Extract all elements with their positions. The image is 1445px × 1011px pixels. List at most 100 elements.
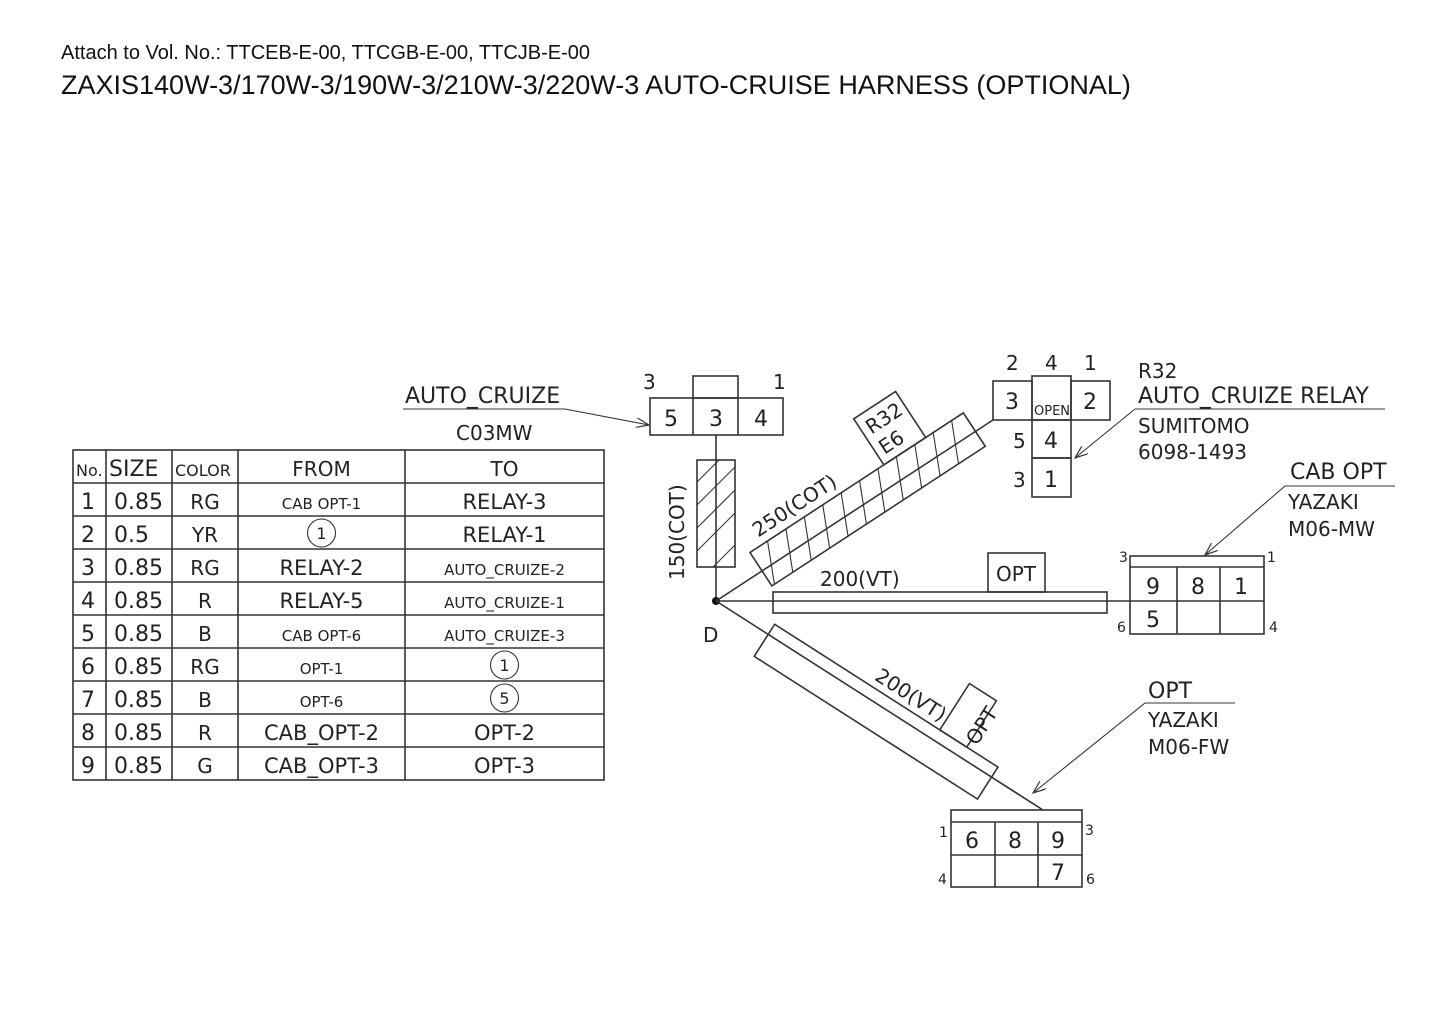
leader-arrow-icon — [1205, 485, 1286, 555]
table-row: 4 0.85 R RELAY-5 AUTO_CRUIZE-1 — [81, 589, 565, 614]
table-cell: OPT-2 — [474, 721, 535, 745]
branch-relay: 250(COT) R32 E6 — [715, 390, 994, 602]
cavity: 9 — [1051, 829, 1065, 854]
cavity: 5 — [664, 407, 678, 432]
cavity: 1 — [1044, 468, 1058, 493]
cavity: 7 — [1051, 861, 1065, 886]
junction-label: D — [703, 623, 718, 647]
pin-label: 4 — [938, 872, 947, 888]
auto-cruize-label: AUTO_CRUIZE — [405, 384, 560, 409]
cab-opt-connector: 3 1 6 4 9 8 1 5 CAB OPT YAZAKI M06-MW — [1117, 460, 1395, 636]
pin-label: 1 — [1084, 351, 1097, 375]
pin-label: 1 — [773, 370, 786, 394]
table-cell: 5 — [499, 689, 509, 708]
cavity: 4 — [1044, 429, 1058, 454]
table-cell: YR — [191, 523, 218, 547]
table-cell: RELAY-5 — [279, 589, 363, 613]
table-cell: B — [198, 688, 212, 712]
pin-label: 3 — [1119, 550, 1128, 566]
table-cell: AUTO_CRUIZE-1 — [444, 594, 565, 613]
table-cell: 0.85 — [114, 688, 163, 713]
table-header: TO — [490, 457, 519, 481]
auto-cruize-part: C03MW — [456, 421, 533, 445]
circled-reference — [306, 518, 337, 548]
connector-maker: YAZAKI — [1287, 490, 1359, 514]
pin-label: 2 — [1006, 351, 1019, 375]
table-cell: 8 — [81, 721, 95, 746]
connector-part: M06-FW — [1148, 735, 1229, 759]
cavity-open: OPEN — [1034, 404, 1070, 419]
branch-length-label: 200(VT) — [820, 567, 900, 591]
branch-vertical: 150(COT) D — [665, 435, 736, 647]
pin-label: 4 — [1269, 620, 1278, 636]
cavity: 8 — [1008, 829, 1022, 854]
connector-part: M06-MW — [1288, 517, 1375, 541]
connector-name: OPT — [1148, 679, 1193, 704]
table-cell: 1 — [81, 490, 95, 515]
table-cell: CAB_OPT-3 — [264, 754, 379, 779]
relay-maker: SUMITOMO — [1138, 414, 1249, 438]
table-header: FROM — [292, 457, 350, 481]
pin-label: 3 — [643, 370, 656, 394]
table-cell: 1 — [316, 524, 326, 543]
table-cell: RELAY-2 — [279, 556, 363, 580]
table-cell: B — [198, 622, 212, 646]
table-cell: RELAY-1 — [462, 523, 546, 547]
branch-tag: OPT — [996, 562, 1037, 586]
table-cell: CAB OPT-6 — [282, 627, 361, 645]
table-cell: RG — [190, 556, 219, 580]
table-header: COLOR — [175, 461, 231, 480]
cavity: 8 — [1191, 575, 1205, 600]
circled-reference — [489, 650, 520, 680]
branch-tag: OPT — [961, 702, 1003, 749]
table-cell: G — [197, 754, 213, 778]
table-cell: AUTO_CRUIZE-2 — [444, 561, 565, 580]
pin-label: 5 — [1013, 429, 1026, 453]
table-cell: 7 — [81, 688, 95, 713]
table-cell: 5 — [81, 622, 95, 647]
connector-name: CAB OPT — [1290, 460, 1387, 485]
relay-connector: 2 4 1 3 OPEN 2 4 1 5 3 R32 AUTO_CRUIZE R… — [992, 351, 1385, 498]
table-cell: OPT-1 — [300, 660, 344, 678]
table-cell: 0.85 — [114, 589, 163, 614]
table-cell: 4 — [81, 589, 95, 614]
table-cell: 3 — [81, 556, 95, 581]
table-cell: RG — [190, 655, 219, 679]
relay-name: AUTO_CRUIZE RELAY — [1138, 384, 1369, 409]
table-cell: 6 — [81, 655, 95, 680]
table-cell: RELAY-3 — [462, 490, 546, 514]
pin-label: 1 — [1267, 550, 1276, 566]
cavity: 6 — [965, 829, 979, 854]
cavity: 3 — [1005, 390, 1019, 415]
branch-length-label: 150(COT) — [665, 484, 689, 580]
pin-label: 1 — [939, 825, 948, 841]
table-cell: 9 — [81, 754, 95, 779]
branch-length-label: 200(VT) — [871, 663, 951, 726]
relay-part: 6098-1493 — [1138, 440, 1247, 464]
leader-arrow-icon — [564, 408, 649, 425]
relay-ref: R32 — [1138, 359, 1177, 383]
table-cell: 0.85 — [114, 556, 163, 581]
cavity: 2 — [1083, 390, 1097, 415]
auto-cruize-connector: AUTO_CRUIZE C03MW 3 1 5 3 4 — [403, 370, 786, 445]
table-header: No. — [76, 461, 103, 480]
branch-horizontal: 200(VT) OPT — [716, 552, 1130, 614]
table-cell: 0.85 — [114, 655, 163, 680]
table-row: 7 0.85 B OPT-6 5 — [81, 683, 520, 713]
pin-label: 3 — [1085, 823, 1094, 839]
table-row: 3 0.85 RG RELAY-2 AUTO_CRUIZE-2 — [81, 556, 565, 581]
table-cell: R — [198, 589, 212, 613]
table-cell: R — [198, 721, 212, 745]
table-cell: 0.85 — [114, 622, 163, 647]
table-cell: 0.85 — [114, 721, 163, 746]
table-cell: OPT-6 — [300, 693, 344, 711]
drawing-title: ZAXIS140W-3/170W-3/190W-3/210W-3/220W-3 … — [61, 70, 1131, 100]
pin-label: 6 — [1117, 620, 1126, 636]
